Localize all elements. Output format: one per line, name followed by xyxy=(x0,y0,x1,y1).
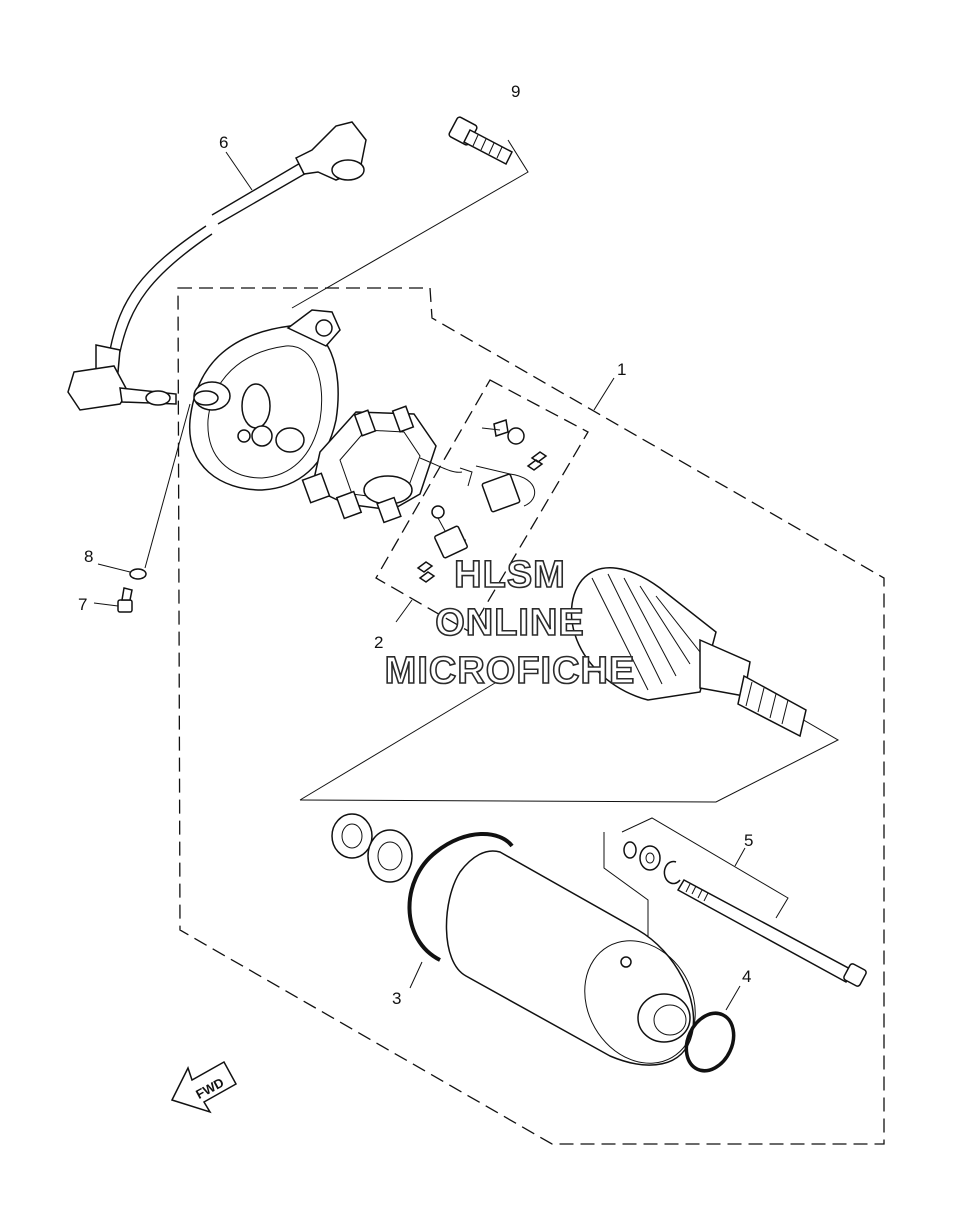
o-ring-part-3 xyxy=(407,832,514,962)
brush-holder xyxy=(301,405,463,524)
armature xyxy=(570,567,807,738)
yoke-housing xyxy=(445,850,696,1066)
callout-4: 4 xyxy=(742,967,751,986)
bolt-part-9 xyxy=(448,116,513,166)
brush-set-boundary-2 xyxy=(375,379,589,633)
brush-set-part-2 xyxy=(416,419,548,583)
o-ring-part-4 xyxy=(684,1011,736,1073)
lead-wire-part-6 xyxy=(67,121,367,411)
watermark-line-2: ONLINE xyxy=(434,602,585,644)
rear-cover xyxy=(189,309,341,491)
callout-2: 2 xyxy=(374,633,383,652)
fwd-arrow-icon: FWD xyxy=(170,1060,238,1114)
through-bolt-part-5 xyxy=(623,841,867,987)
callout-5: 5 xyxy=(744,831,753,850)
callout-3: 3 xyxy=(392,989,401,1008)
assembly-boundary-1 xyxy=(177,287,885,1145)
washers xyxy=(331,813,413,883)
callout-7: 7 xyxy=(78,595,87,614)
washer-part-8 xyxy=(129,568,147,580)
watermark-line-3: MICROFICHE xyxy=(384,650,636,692)
callout-6: 6 xyxy=(219,133,228,152)
callout-9: 9 xyxy=(511,82,520,101)
callout-8: 8 xyxy=(84,547,93,566)
watermark-line-1: HLSM xyxy=(453,554,566,596)
screw-part-7 xyxy=(117,587,133,613)
callout-1: 1 xyxy=(617,360,626,379)
